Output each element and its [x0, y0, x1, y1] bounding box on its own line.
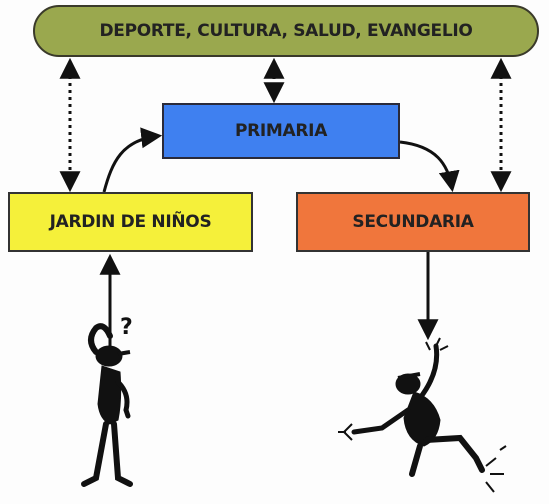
activities-label: DEPORTE, CULTURA, SALUD, EVANGELIO	[99, 21, 473, 41]
arrow-primaria-to-secundaria	[399, 140, 460, 193]
primaria-box: PRIMARIA	[162, 103, 400, 159]
activities-box: DEPORTE, CULTURA, SALUD, EVANGELIO	[33, 5, 539, 57]
primaria-label: PRIMARIA	[234, 121, 328, 141]
question-mark: ?	[120, 315, 133, 340]
jardin-box: JARDIN DE NIÑOS	[8, 192, 253, 252]
jardin-label: JARDIN DE NIÑOS	[49, 212, 212, 232]
secundaria-label: SECUNDARIA	[352, 212, 474, 232]
secundaria-box: SECUNDARIA	[296, 192, 530, 252]
thinking-figure-icon	[81, 323, 133, 487]
falling-figure-icon	[338, 337, 507, 493]
arrow-jardin-to-primaria	[102, 127, 163, 193]
